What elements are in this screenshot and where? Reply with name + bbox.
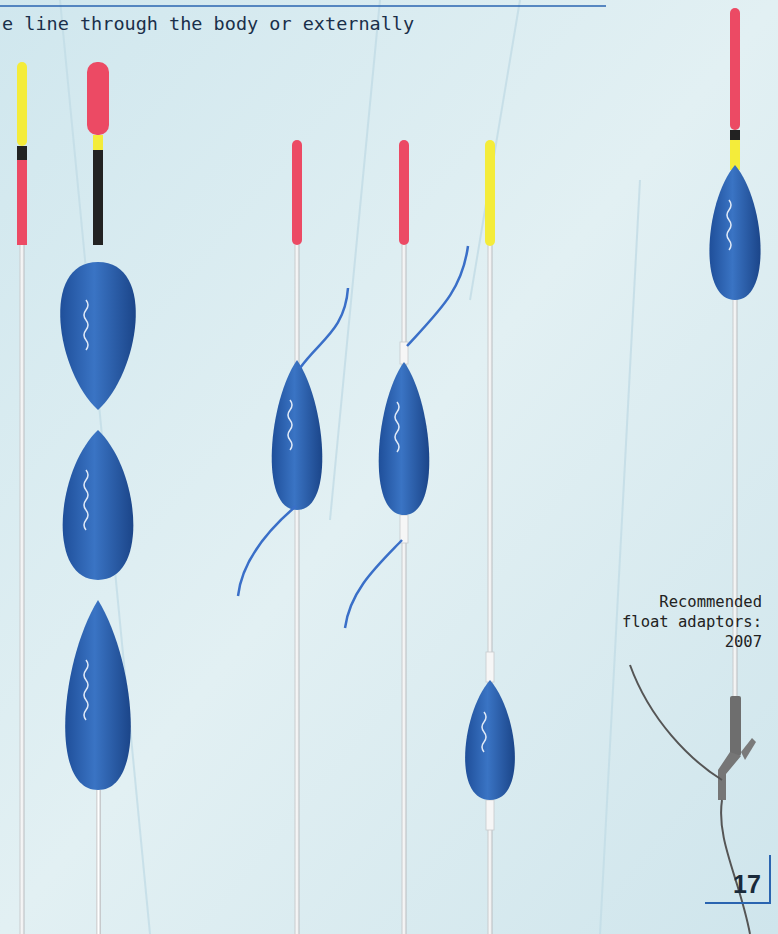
float-5 [465,140,515,934]
header-text: e line through the body or externally [2,13,414,34]
header-rule [0,5,606,7]
float-4 [345,140,468,934]
float-3 [238,140,348,934]
float-set-2 [60,62,136,934]
part-number: 2007 [725,632,762,652]
callout-label: Recommended float adaptors: [617,592,762,632]
page-number: 17 [733,870,761,899]
float-6-with-adaptor [630,8,761,934]
page-corner-rule [705,855,770,903]
float-stem-1 [17,62,27,934]
water-streaks [60,0,640,934]
